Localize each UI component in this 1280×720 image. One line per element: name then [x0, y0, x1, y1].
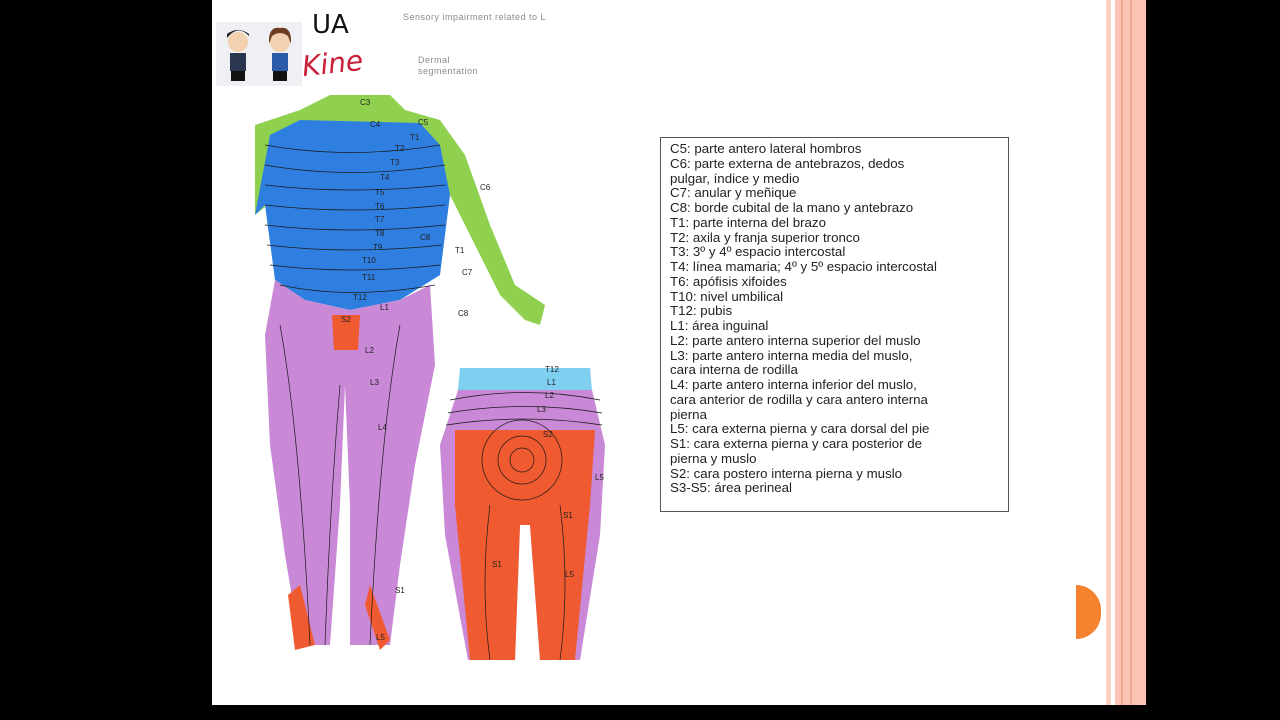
dermatome-label: T8 [375, 229, 385, 238]
front-dermatome-lines [264, 144, 446, 646]
legend-line: S2: cara postero interna pierna y muslo [670, 465, 903, 481]
legend-line: pierna [670, 406, 707, 422]
dermatome-label: T11 [362, 273, 376, 282]
legend-line: S1: cara externa pierna y cara posterior… [670, 436, 923, 451]
dermatome-label: S1 [492, 560, 502, 569]
dermatome-label: L1 [547, 378, 556, 387]
legend-line: L3: parte antero interna media del muslo… [670, 347, 913, 363]
dermatome-label: S2 [543, 430, 553, 439]
dermatome-label: L1 [380, 303, 389, 312]
legend-line: C6: parte externa de antebrazos, dedos [670, 155, 905, 171]
legend-line: pierna y muslo [670, 450, 757, 466]
legend-line: T6: apófisis xifoides [670, 273, 787, 289]
dermatome-labels: C2C3C4C5T1T2T3T4T5T6T7T8T9T10T11T12L1L2L… [341, 85, 604, 642]
front-blue-trunk [255, 120, 450, 310]
dermatome-label: T9 [373, 243, 383, 252]
legend-line: C5: parte antero lateral hombros [670, 141, 862, 156]
dermatome-label: C6 [480, 183, 491, 192]
dermatome-label: L4 [378, 423, 387, 432]
legend-line: L1: área inguinal [670, 318, 769, 333]
dermatome-label: T5 [375, 188, 385, 197]
legend-line: S3-S5: área perineal [670, 480, 792, 496]
dermatome-label: T12 [545, 365, 559, 374]
dermatome-label: S1 [395, 586, 405, 595]
ua-kine-logo: UA Kine [214, 10, 380, 86]
dermatome-label: T1 [455, 246, 465, 255]
avatars-icon [227, 27, 292, 81]
dermatome-label: L2 [365, 346, 374, 355]
legend-line: T1: parte interna del brazo [670, 214, 826, 230]
dermatome-label: T7 [375, 215, 385, 224]
legend-line: L4: parte antero interna inferior del mu… [670, 377, 917, 392]
front-red-perineum [332, 315, 360, 350]
dermatome-label: L5 [565, 570, 574, 579]
dermatome-label: S2 [341, 315, 351, 324]
front-red-foot-left [288, 585, 315, 650]
legend-line: T4: línea mamaria; 4º y 5º espacio inter… [670, 259, 937, 274]
dermatome-label: C8 [420, 233, 431, 242]
dermatome-label: L5 [595, 473, 604, 482]
dermatome-label: L3 [370, 378, 379, 387]
dermatome-label: C4 [370, 120, 381, 129]
dermatome-label: C8 [458, 309, 469, 318]
legend-line: C7: anular y meñique [670, 185, 797, 201]
back-dermatome-lines [445, 392, 603, 661]
dermatome-label: C7 [462, 268, 473, 277]
back-blue-band [458, 368, 592, 390]
dermatome-label: T12 [353, 293, 367, 302]
legend-line: L2: parte antero interna superior del mu… [670, 332, 921, 348]
back-red-region [455, 430, 595, 660]
faint-caption-1: Dermal [418, 55, 451, 65]
dermatome-illustration: C2C3C4C5T1T2T3T4T5T6T7T8T9T10T11T12L1L2L… [255, 85, 605, 661]
legend-line: T10: nivel umbilical [670, 288, 784, 304]
dermatome-label: T2 [395, 144, 405, 153]
dermatome-label: T1 [410, 133, 420, 142]
dermatome-label: T3 [390, 158, 400, 167]
cartoon-avatars [216, 22, 302, 86]
front-red-foot-right [365, 585, 390, 650]
legend-line: cara interna de rodilla [670, 362, 798, 378]
dermatome-label: L3 [537, 405, 546, 414]
legend-line: cara anterior de rodilla y cara antero i… [670, 391, 928, 407]
dermatome-label: C3 [360, 98, 371, 107]
dermatome-label: C5 [418, 118, 429, 127]
dermatome-label: T10 [362, 256, 376, 265]
faint-title: Sensory impairment related to L [403, 12, 547, 22]
legend-line: T3: 3º y 4º espacio intercostal [670, 244, 846, 260]
dermatome-label: L2 [545, 391, 554, 400]
legend-line: C8: borde cubital de la mano y antebrazo [670, 200, 914, 215]
legend-line: T2: axila y franja superior tronco [670, 229, 860, 245]
legend-line: pulgar, índice y medio [670, 170, 800, 186]
logo-text-ua: UA [312, 10, 349, 40]
legend-line: L5: cara externa pierna y cara dorsal de… [670, 421, 930, 437]
faint-caption-2: segmentation [418, 66, 479, 76]
dermatome-label: T6 [375, 202, 385, 211]
logo-text-kine: Kine [300, 43, 365, 84]
decorative-stripes [1104, 0, 1146, 705]
dermatome-label: L5 [376, 633, 385, 642]
dermatome-label: C2 [388, 85, 399, 87]
dermatome-label: T4 [380, 173, 390, 182]
legend-line: T12: pubis [670, 303, 733, 319]
dermatome-label: S1 [563, 511, 573, 520]
